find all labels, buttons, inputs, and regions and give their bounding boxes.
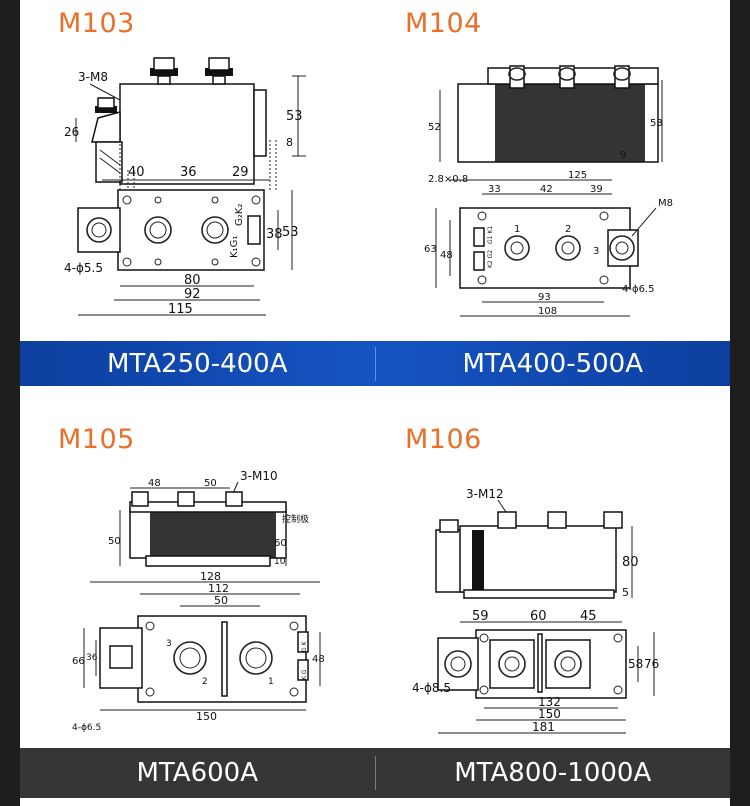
m103-top-body — [117, 189, 265, 271]
m105-drawing: 48 50 3-M10 控制极 50 60 10 128 112 50 — [72, 469, 325, 733]
m103-top-w3: 115 — [168, 302, 193, 317]
m106-top-h2: 76 — [644, 657, 659, 671]
m103-top-h2: 53 — [282, 225, 299, 240]
m106-hole-label: 4-ϕ8.5 — [412, 681, 451, 695]
m103-thread-label: 3-M8 — [78, 70, 108, 84]
m103-gate2-label: K₁G₁ — [229, 236, 240, 258]
m103-top-d1: 40 — [128, 165, 145, 180]
panel-code-m105: M105 — [58, 424, 135, 455]
m105-ctrl-label: 控制极 — [282, 513, 309, 525]
panel-code-m103: M103 — [58, 8, 135, 39]
m104-thread-label: M8 — [658, 198, 673, 209]
m104-h-total: 53 — [650, 118, 663, 129]
m104-top-w2: 108 — [538, 306, 557, 317]
m104-hole-label: 4-ϕ6.5 — [622, 284, 654, 295]
m105-h-base: 10 — [274, 557, 286, 567]
m104-top-h1: 63 — [424, 244, 437, 255]
model-band-bottom: MTA600A MTA800-1000A — [20, 748, 730, 798]
m104-gate-1: G1 K1 — [487, 226, 494, 244]
m104-terminal-2: 2 — [565, 224, 571, 235]
m105-side-d1: 48 — [148, 478, 161, 489]
m106-thread-label: 3-M12 — [466, 487, 504, 501]
m103-hole-label: 4-ϕ5.5 — [64, 261, 103, 275]
m106-drawing: 3-M12 80 5 59 60 45 58 76 4 — [412, 487, 659, 734]
m103-top-h1: 38 — [266, 227, 283, 242]
m105-top-w1: 128 — [200, 570, 221, 583]
band-divider — [374, 756, 376, 790]
model-label-m106: MTA800-1000A — [454, 758, 652, 788]
m103-drawing: 3-M8 53 8 26 40 36 29 G₂K₂ K₁G₁ — [64, 57, 306, 317]
m104-top-d3: 39 — [590, 184, 603, 195]
m104-terminal-1: 1 — [514, 224, 520, 235]
m106-top-d3: 45 — [580, 609, 597, 624]
m103-top-d2: 36 — [180, 165, 197, 180]
m105-gate-1: G K — [301, 640, 308, 652]
m104-top-d1: 33 — [488, 184, 501, 195]
model-band-top: MTA250-400A MTA400-500A — [20, 341, 730, 386]
panel-code-m106: M106 — [405, 424, 482, 455]
m106-h-total: 80 — [622, 555, 639, 570]
m105-terminal-3: 3 — [166, 639, 172, 649]
m103-top-w1: 80 — [184, 273, 201, 288]
m105-gate-2: K G — [301, 669, 308, 680]
m105-side-d2: 50 — [204, 478, 217, 489]
m105-h-left: 50 — [108, 536, 121, 547]
m103-h-total: 53 — [286, 109, 303, 124]
m106-top-d1: 59 — [472, 609, 489, 624]
m105-top-w2: 112 — [208, 582, 229, 595]
m103-h-left: 26 — [64, 125, 79, 139]
m105-top-h2: 36 — [86, 653, 98, 663]
m105-terminal-1: 1 — [268, 677, 274, 687]
m105-thread-label: 3-M10 — [240, 469, 278, 483]
m105-top-w3: 50 — [214, 594, 228, 607]
band-divider — [374, 346, 376, 381]
m106-top-d2: 60 — [530, 609, 547, 624]
m106-top-w2: 150 — [538, 707, 561, 721]
m106-top-w1: 132 — [538, 695, 561, 709]
m103-side-body — [119, 83, 255, 185]
m104-h-left: 52 — [428, 122, 441, 133]
m104-top-d2: 42 — [540, 184, 553, 195]
m106-h-base: 5 — [622, 586, 629, 599]
m104-top-w1: 93 — [538, 292, 551, 303]
m104-top-h2: 48 — [440, 250, 453, 261]
m103-top-d3: 29 — [232, 165, 249, 180]
m104-pin-label: 2.8×0.8 — [428, 174, 468, 185]
panel-code-m104: M104 — [405, 8, 482, 39]
m106-top-w3: 181 — [532, 720, 555, 734]
m105-h-total: 60 — [274, 538, 287, 549]
m106-top-body — [475, 629, 627, 699]
model-label-m104: MTA400-500A — [462, 348, 643, 379]
m104-h-base: 9 — [620, 150, 626, 161]
m103-h-base: 8 — [286, 136, 293, 149]
m105-top-h3: 48 — [312, 654, 325, 665]
m105-terminal-2: 2 — [202, 677, 208, 687]
m104-top-body — [459, 207, 631, 289]
m103-gate-label: G₂K₂ — [234, 204, 245, 226]
m105-top-h1: 66 — [72, 656, 85, 667]
m104-terminal-3: 3 — [593, 246, 599, 257]
m103-top-w2: 92 — [184, 287, 201, 302]
m105-top-w4: 150 — [196, 710, 217, 723]
m105-hole-label: 4-ϕ6.5 — [72, 723, 101, 733]
m106-top-h1: 58 — [628, 657, 643, 671]
model-label-m105: MTA600A — [136, 758, 259, 788]
m104-drawing: 52 53 9 2.8×0.8 125 33 42 39 1 2 3 G1 K1… — [424, 65, 673, 317]
m104-top-125: 125 — [568, 170, 587, 181]
m104-gate-2: K2 G2 — [487, 250, 494, 268]
model-label-m103: MTA250-400A — [106, 348, 288, 379]
